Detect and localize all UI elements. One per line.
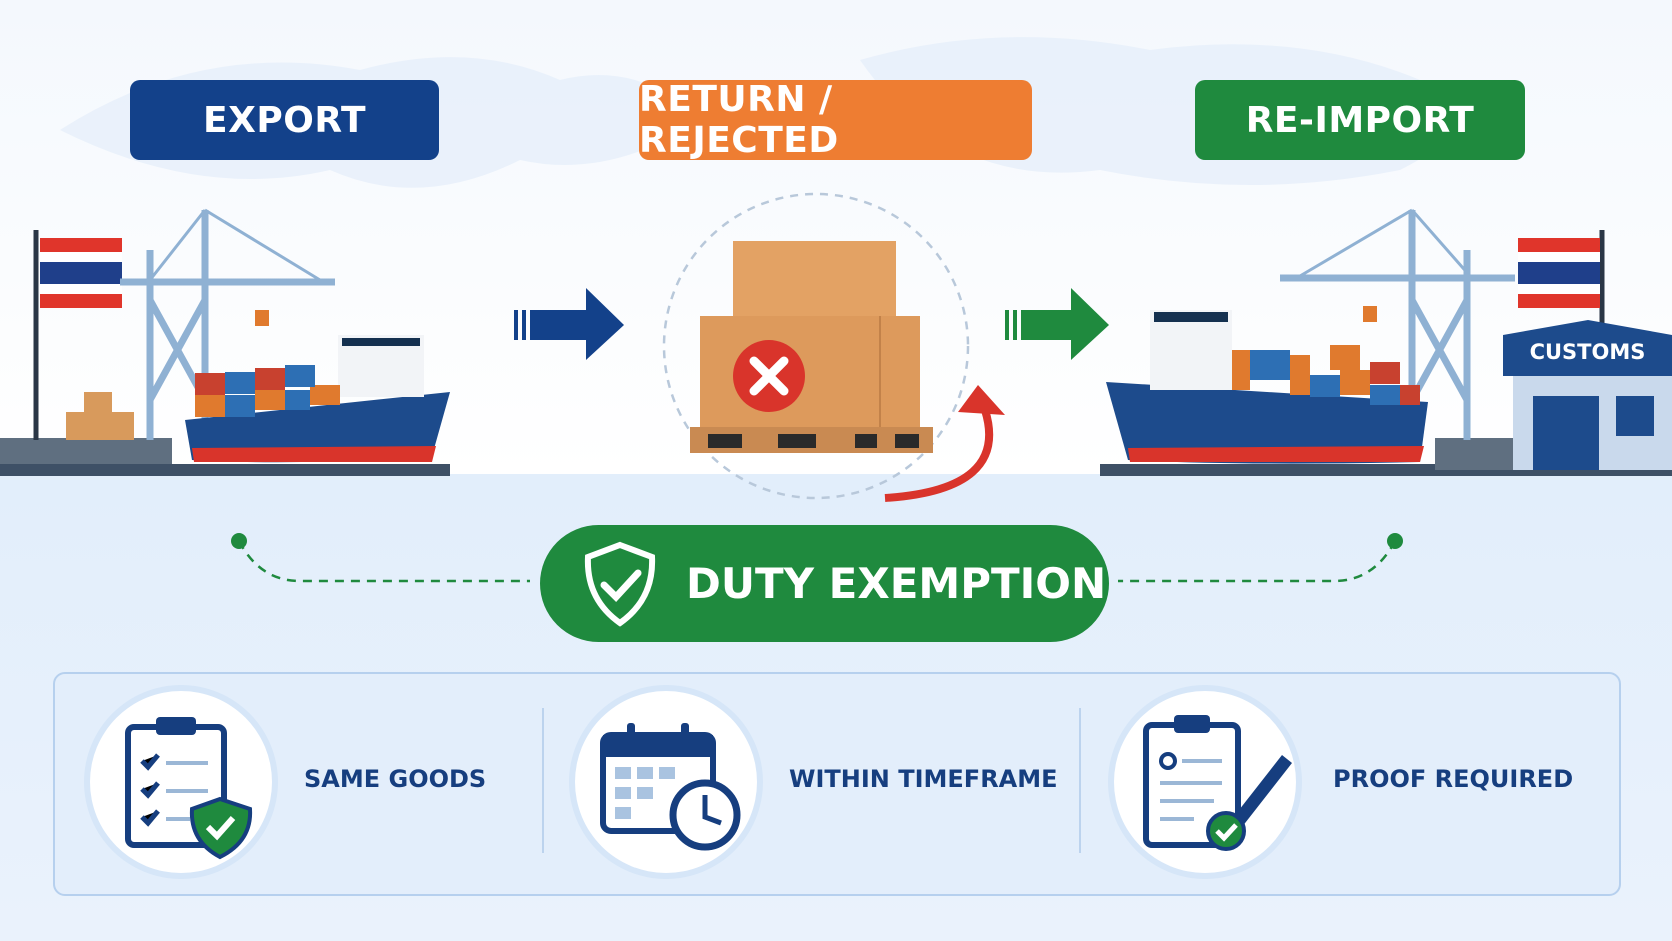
rejected-boxes-icon [690,241,933,453]
stage-label: EXPORT [203,99,366,141]
calendar-clock-icon [600,723,741,851]
right-port [1100,208,1672,476]
customs-sign: CUSTOMS [1529,340,1646,364]
arrow-right-blue-icon [514,288,624,360]
condition-icon-circle [575,691,757,873]
condition-label-proof-required: PROOF REQUIRED [1333,765,1574,793]
stage-label: RETURN / REJECTED [639,79,839,161]
duty-exemption-label: DUTY EXEMPTION [686,559,1107,608]
document-pen-icon [1143,715,1292,851]
divider [1079,708,1081,853]
conditions-panel [53,672,1621,896]
cargo-ship-right-icon [1106,310,1428,464]
stage-re-import: RE-IMPORT [1195,80,1525,160]
stage-label: RE-IMPORT [1245,99,1475,141]
flag-left-icon [40,238,122,308]
duty-exemption-badge: DUTY EXEMPTION [540,525,1109,642]
shield-check-icon [584,541,656,627]
flag-right-icon [1518,238,1600,308]
left-port [0,208,450,476]
stage-export: EXPORT [130,80,439,160]
divider [542,708,544,853]
return-arrow-icon [884,385,1005,502]
condition-label-same-goods: SAME GOODS [304,765,487,793]
cargo-ship-left-icon [185,335,450,463]
condition-icon-circle [90,691,272,873]
stage-return-rejected: RETURN / REJECTED [639,79,1032,161]
dashed-circle [662,192,970,500]
arrow-right-green-icon [1005,288,1109,360]
clipboard-shield-icon [125,717,253,860]
dashed-connectors [231,533,1403,583]
condition-icon-circle [1114,691,1296,873]
customs-building-icon [1503,320,1672,470]
condition-label-within-timeframe: WITHIN TIMEFRAME [789,765,1058,793]
